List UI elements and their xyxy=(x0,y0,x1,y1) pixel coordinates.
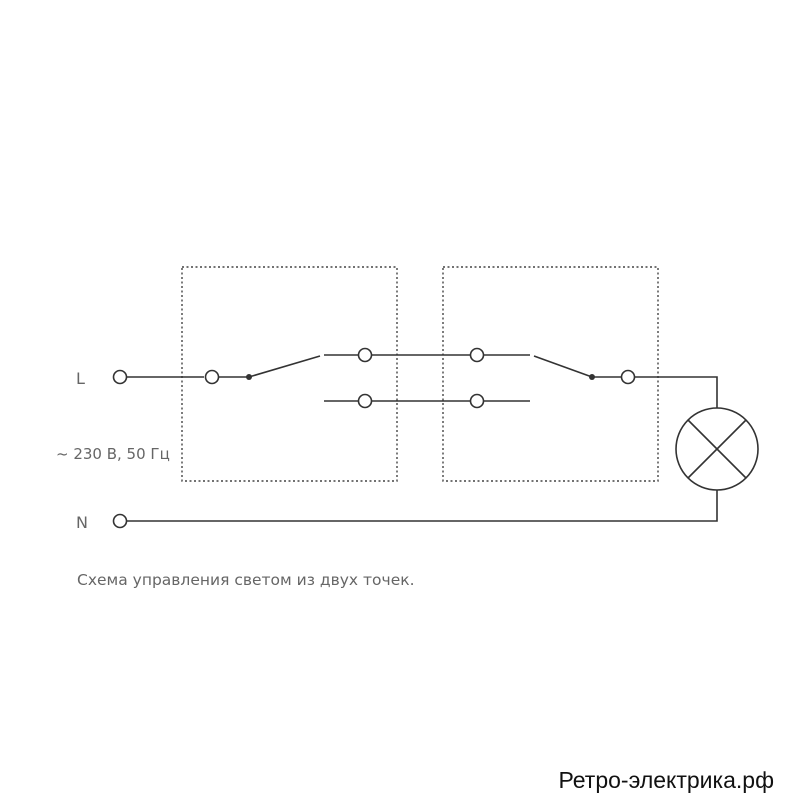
switch-1-enclosure xyxy=(181,266,398,482)
switch-2-common-terminal xyxy=(620,369,636,385)
lamp-symbol xyxy=(675,407,759,491)
switch-1-pivot xyxy=(246,374,252,380)
switch-2-lower-terminal xyxy=(469,393,485,409)
line-label: L xyxy=(76,369,85,388)
diagram-caption: Схема управления светом из двух точек. xyxy=(77,571,415,589)
switch-2-upper-terminal xyxy=(469,347,485,363)
line-terminal xyxy=(112,369,128,385)
switch-1-lever xyxy=(248,355,321,378)
supply-voltage-label: ~ 230 В, 50 Гц xyxy=(56,445,170,463)
switch-1-upper-terminal xyxy=(357,347,373,363)
site-watermark: Ретро-электрика.рф xyxy=(558,767,774,793)
lamp-supply-wire xyxy=(635,376,718,420)
neutral-wire xyxy=(127,490,718,522)
switch-2-lever xyxy=(533,355,593,378)
neutral-terminal xyxy=(112,513,128,529)
switch-1-lower-terminal xyxy=(357,393,373,409)
switch-2-enclosure xyxy=(442,266,659,482)
switch-1-common-terminal xyxy=(204,369,220,385)
neutral-label: N xyxy=(76,513,88,532)
